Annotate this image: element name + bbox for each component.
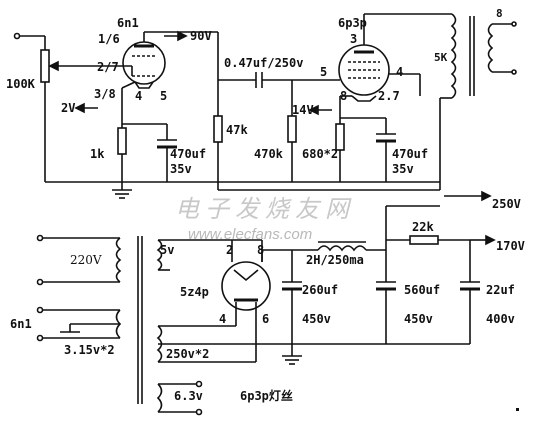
output-pin-5: 5	[320, 65, 328, 79]
voltage-arrow-170v	[484, 234, 496, 246]
rectifier-pin-2: 2	[226, 243, 234, 257]
winding-hv	[156, 325, 292, 363]
grid-resistor-470k	[287, 115, 297, 143]
rectifier-pin-4: 4	[219, 312, 227, 326]
cathode-resistor-2-label: 680*2	[302, 147, 339, 161]
volume-pot-label: 100K	[6, 77, 35, 91]
filter-cap-1-value: 260uf	[302, 283, 339, 297]
rectifier-pin-8: 8	[257, 243, 265, 257]
filter-cap-1	[282, 281, 302, 344]
ground-symbol-top	[112, 182, 132, 199]
voltage-2v: 2V	[61, 101, 76, 115]
coupling-capacitor	[255, 72, 263, 88]
cathode-cap-2-value: 470uf	[392, 147, 429, 161]
plate-resistor-label: 47k	[226, 123, 248, 137]
output-transformer-secondary: 8	[496, 7, 503, 20]
output-pin-3: 3	[350, 32, 358, 46]
dropping-resistor-label: 22k	[412, 220, 434, 234]
winding-6n1-value: 3.15v*2	[64, 343, 115, 357]
choke-inductor	[292, 241, 386, 252]
cathode-resistor-1-label: 1k	[90, 147, 105, 161]
coupling-cap-label: 0.47uf/250v	[224, 56, 304, 70]
filter-cap-3-voltage: 400v	[486, 312, 515, 326]
driver-cathode-pins: 3/8	[94, 87, 116, 101]
driver-tube-6n1	[121, 31, 218, 128]
cathode-cap-1-value: 470uf	[170, 147, 207, 161]
driver-pin-5: 5	[160, 89, 168, 103]
driver-grid-pins: 2/7	[97, 60, 119, 74]
mains-input	[36, 234, 122, 286]
voltage-170v: 170V	[496, 239, 525, 253]
output-pin-heater: 2.7	[378, 89, 400, 103]
output-pin-8: 8	[340, 89, 348, 103]
mains-voltage-label: 220V	[70, 253, 102, 267]
cathode-cap-1	[157, 139, 177, 182]
voltage-arrow-2v	[74, 102, 98, 114]
plate-resistor-47k	[213, 115, 223, 143]
filter-cap-3-value: 22uf	[486, 283, 515, 297]
winding-63-label: 6.3v	[174, 389, 203, 403]
output-pin-4: 4	[396, 65, 404, 79]
volume-potentiometer	[13, 32, 133, 182]
voltage-arrow-14v	[308, 104, 332, 116]
driver-section-label: 1/6	[98, 32, 120, 46]
cathode-resistor-1	[117, 127, 127, 155]
cathode-cap-2	[376, 133, 396, 182]
output-tube-label: 6p3p	[338, 16, 367, 30]
winding-5v-label: 5v	[160, 243, 175, 257]
choke-label: 2H/250ma	[306, 253, 364, 267]
voltage-90v: 90V	[190, 29, 212, 43]
grid-resistor-label: 470k	[254, 147, 283, 161]
filter-cap-1-voltage: 450v	[302, 312, 331, 326]
ground-symbol-bottom	[282, 355, 302, 365]
rectifier-tube-5z4p	[221, 261, 271, 326]
output-transformer-primary: 5K	[434, 51, 448, 64]
voltage-arrow-90v	[164, 30, 188, 42]
rectifier-tube-label: 5z4p	[180, 285, 209, 299]
watermark-url: www.elecfans.com	[188, 226, 313, 243]
heater-winding-6n1	[36, 306, 122, 342]
voltage-arrow-250v	[444, 190, 492, 202]
driver-pin-4: 4	[135, 89, 143, 103]
voltage-250v: 250V	[492, 197, 521, 211]
driver-tube-label: 6n1	[117, 16, 139, 30]
voltage-14v: 14V	[292, 103, 314, 117]
winding-63-note: 6p3p灯丝	[240, 389, 293, 403]
winding-hv-label: 250v*2	[166, 347, 210, 361]
cathode-cap-1-voltage: 35v	[170, 162, 192, 176]
output-tube-6p3p	[338, 13, 452, 102]
winding-63v	[156, 380, 203, 416]
rectifier-pin-6: 6	[262, 312, 270, 326]
cathode-cap-2-voltage: 35v	[392, 162, 414, 176]
watermark-chinese: 电子发烧友网	[175, 195, 355, 223]
winding-6n1-label: 6n1	[10, 317, 32, 331]
filter-cap-2-value: 560uf	[404, 283, 441, 297]
filter-cap-3	[460, 281, 480, 344]
filter-cap-2-voltage: 450v	[404, 312, 433, 326]
filter-cap-2	[376, 281, 396, 344]
output-transformer	[439, 13, 517, 190]
dropping-resistor-22k	[409, 235, 439, 245]
